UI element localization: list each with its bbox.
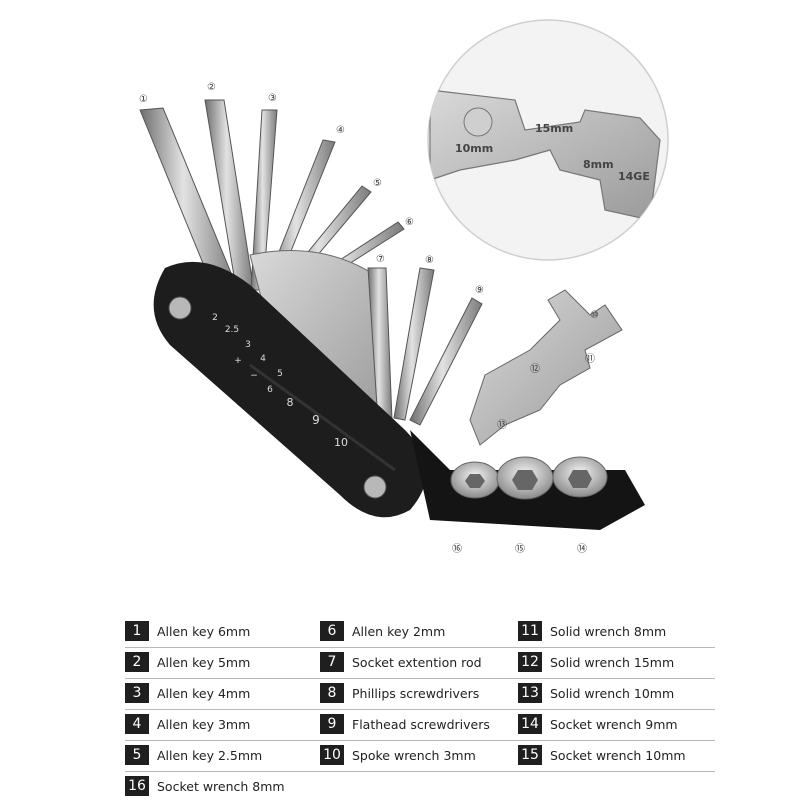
legend-row: 16 Socket wrench 8mm (125, 771, 715, 802)
item-number: 4 (125, 714, 149, 734)
handle-bolt-bottom (363, 475, 387, 499)
callout-16: ⑯ (452, 543, 462, 555)
list-item: 4 Allen key 3mm (125, 713, 250, 735)
item-number: 13 (518, 683, 542, 703)
handle-bolt-top (168, 296, 192, 320)
list-item: 13 Solid wrench 10mm (518, 682, 674, 704)
svg-text:14GE: 14GE (618, 170, 650, 183)
item-number: 6 (320, 621, 344, 641)
item-number: 12 (518, 652, 542, 672)
item-number: 9 (320, 714, 344, 734)
list-item: 6 Allen key 2mm (320, 620, 445, 642)
callout-13: ⑬ (497, 419, 507, 431)
callout-10: ⑩ (590, 310, 599, 321)
item-label: Solid wrench 8mm (550, 623, 667, 639)
item-number: 11 (518, 621, 542, 641)
flathead-screwdriver (409, 297, 483, 426)
item-number: 1 (125, 621, 149, 641)
list-item: 11 Solid wrench 8mm (518, 620, 666, 642)
item-number: 3 (125, 683, 149, 703)
svg-text:2: 2 (212, 313, 218, 323)
svg-text:8mm: 8mm (583, 158, 614, 171)
svg-text:4: 4 (260, 354, 266, 364)
callout-15: ⑮ (515, 543, 525, 555)
svg-text:2.5: 2.5 (225, 325, 239, 335)
item-number: 8 (320, 683, 344, 703)
callout-6: ⑥ (405, 217, 414, 228)
svg-text:+: + (234, 356, 242, 366)
item-label: Phillips screwdrivers (352, 685, 480, 701)
item-label: Solid wrench 15mm (550, 654, 675, 670)
svg-text:10: 10 (334, 436, 348, 449)
callout-8: ⑧ (425, 255, 434, 266)
item-label: Socket wrench 10mm (550, 747, 686, 763)
svg-text:10mm: 10mm (455, 142, 493, 155)
callout-7: ⑦ (376, 254, 385, 265)
list-item: 15 Socket wrench 10mm (518, 744, 686, 766)
legend-row: 5 Allen key 2.5mm 10 Spoke wrench 3mm 15 So… (125, 740, 715, 772)
item-label: Allen key 4mm (157, 685, 251, 701)
item-label: Socket wrench 9mm (550, 716, 678, 732)
list-item: 10 Spoke wrench 3mm (320, 744, 476, 766)
item-label: Spoke wrench 3mm (352, 747, 476, 763)
multitool-photo: 2 2.5 3 4 5 + − 6 8 9 10 15mm 10mm 8mm (139, 19, 669, 555)
svg-text:5: 5 (277, 369, 283, 379)
list-item: 5 Allen key 2.5mm (125, 744, 262, 766)
callout-14: ⑭ (577, 543, 587, 555)
svg-text:9: 9 (312, 413, 320, 427)
item-label: Socket wrench 8mm (157, 778, 285, 794)
item-number: 10 (320, 745, 344, 765)
item-number: 14 (518, 714, 542, 734)
item-label: Allen key 2.5mm (157, 747, 263, 763)
list-item: 8 Phillips screwdrivers (320, 682, 479, 704)
legend-row: 3 Allen key 4mm 8 Phillips screwdrivers 13… (125, 678, 715, 710)
item-label: Socket extention rod (352, 654, 482, 670)
list-item: 9 Flathead screwdrivers (320, 713, 490, 735)
wrench-inset: 15mm 10mm 8mm 14GE (427, 19, 669, 261)
callout-12: ⑫ (530, 363, 540, 375)
legend-row: 2 Allen key 5mm 7 Socket extention rod 12 S… (125, 647, 715, 679)
callout-2: ② (207, 82, 216, 93)
phillips-screwdriver (393, 267, 435, 421)
item-number: 5 (125, 745, 149, 765)
list-item: 14 Socket wrench 9mm (518, 713, 678, 735)
list-item: 3 Allen key 4mm (125, 682, 250, 704)
callout-11: ⑪ (585, 353, 595, 365)
callout-5: ⑤ (373, 178, 382, 189)
svg-text:8: 8 (287, 396, 294, 409)
solid-wrench (469, 289, 623, 446)
item-label: Solid wrench 10mm (550, 685, 675, 701)
svg-text:15mm: 15mm (535, 122, 573, 135)
callout-9: ⑨ (475, 285, 484, 296)
list-item: 12 Solid wrench 15mm (518, 651, 674, 673)
callout-1: ① (139, 94, 148, 105)
item-label: Allen key 6mm (157, 623, 251, 639)
item-number: 16 (125, 776, 149, 796)
item-number: 2 (125, 652, 149, 672)
callouts: ① ② ③ ④ ⑤ ⑥ ⑦ ⑧ ⑨ ⑩ ⑪ ⑫ ⑬ ⑭ ⑮ ⑯ (139, 82, 599, 555)
sockets (450, 456, 608, 500)
item-label: Allen key 3mm (157, 716, 251, 732)
legend-row: 1 Allen key 6mm 6 Allen key 2mm 11 Solid wr… (125, 616, 715, 648)
legend-row: 4 Allen key 3mm 9 Flathead screwdrivers 14… (125, 709, 715, 741)
list-item: 2 Allen key 5mm (125, 651, 250, 673)
svg-text:−: − (250, 371, 258, 381)
item-label: Allen key 2mm (352, 623, 446, 639)
svg-text:3: 3 (245, 340, 251, 350)
item-number: 15 (518, 745, 542, 765)
callout-3: ③ (268, 93, 277, 104)
list-item: 7 Socket extention rod (320, 651, 482, 673)
item-label: Flathead screwdrivers (352, 716, 490, 732)
screwdrivers (367, 267, 483, 426)
item-label: Allen key 5mm (157, 654, 251, 670)
list-item: 16 Socket wrench 8mm (125, 775, 285, 797)
handle-size-marks: 2 2.5 3 4 5 + − 6 8 9 10 (212, 313, 348, 449)
list-item: 1 Allen key 6mm (125, 620, 250, 642)
item-number: 7 (320, 652, 344, 672)
callout-4: ④ (336, 125, 345, 136)
svg-text:6: 6 (267, 385, 273, 395)
